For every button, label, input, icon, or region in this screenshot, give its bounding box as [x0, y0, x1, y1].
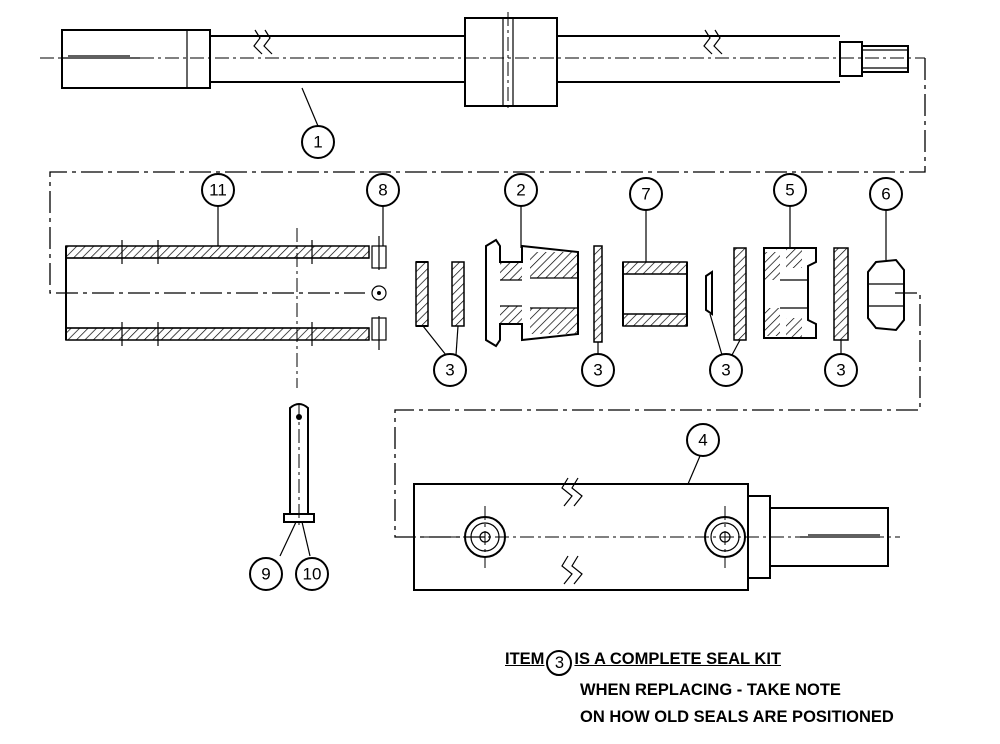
callout-3a: 3 [433, 353, 467, 387]
part-1-shaft [40, 12, 925, 112]
callout-8: 8 [366, 173, 400, 207]
svg-text:4: 4 [698, 431, 707, 450]
svg-text:11: 11 [209, 181, 227, 200]
svg-text:6: 6 [881, 185, 890, 204]
part-11-barrel [65, 228, 387, 388]
svg-text:3: 3 [445, 361, 454, 380]
svg-text:3: 3 [721, 361, 730, 380]
callout-1: 1 [301, 125, 335, 159]
svg-text:7: 7 [641, 185, 650, 204]
note-item-number: 3 [546, 650, 573, 676]
part-5-piston [763, 247, 817, 339]
callout-5: 5 [773, 173, 807, 207]
callout-11: 11 [201, 173, 235, 207]
svg-text:3: 3 [593, 361, 602, 380]
part-3-seal-b [593, 245, 603, 343]
part-7-bushing [622, 261, 688, 327]
svg-text:1: 1 [313, 133, 322, 152]
seal-kit-note-line3: ON HOW OLD SEALS ARE POSITIONED [580, 708, 894, 726]
callout-3d: 3 [824, 353, 858, 387]
callout-6: 6 [869, 177, 903, 211]
callout-10: 10 [295, 557, 329, 591]
svg-text:5: 5 [785, 181, 794, 200]
part-3-seal-pair-c [705, 247, 747, 341]
note-item-suffix: IS A COMPLETE SEAL KIT [574, 650, 781, 668]
svg-text:3: 3 [836, 361, 845, 380]
svg-text:2: 2 [516, 181, 525, 200]
svg-text:9: 9 [261, 565, 270, 584]
callout-9: 9 [249, 557, 283, 591]
part-3-seal-pair-a [415, 261, 465, 327]
part-2-gland [485, 238, 579, 348]
svg-text:8: 8 [378, 181, 387, 200]
part-4-cylinder [395, 477, 900, 591]
note-item-prefix: ITEM [505, 650, 545, 668]
part-3-seal-d [833, 247, 849, 341]
seal-kit-note-line2: WHEN REPLACING - TAKE NOTE [580, 681, 841, 699]
part-6-nut [867, 258, 905, 332]
callout-3b: 3 [581, 353, 615, 387]
part-9-10-pin [283, 403, 315, 528]
callout-2: 2 [504, 173, 538, 207]
svg-text:10: 10 [303, 565, 322, 584]
callout-3c: 3 [709, 353, 743, 387]
callout-4: 4 [686, 423, 720, 457]
callout-7: 7 [629, 177, 663, 211]
